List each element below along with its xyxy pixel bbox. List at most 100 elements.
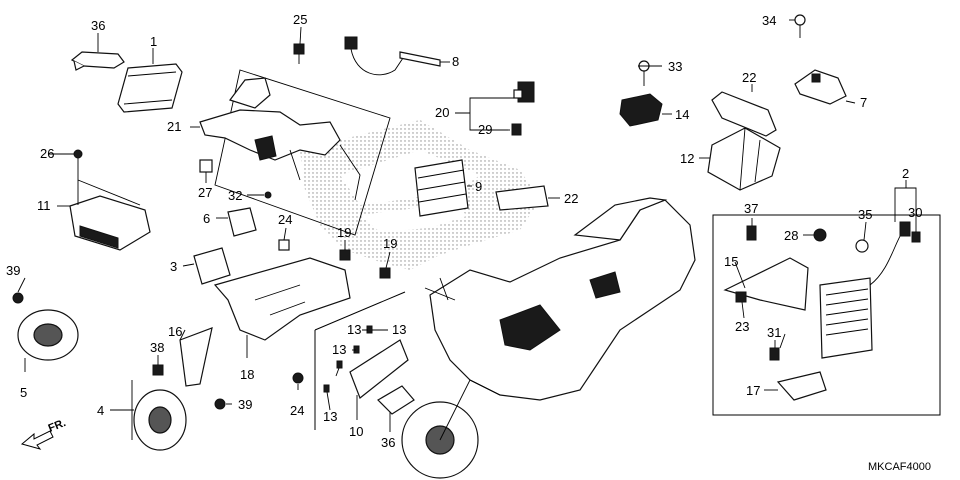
part-8-cable — [344, 36, 441, 76]
callout-37: 37 — [744, 201, 758, 216]
part-28-clip — [813, 228, 827, 242]
part-19-clip-a — [339, 249, 351, 261]
callout-6: 6 — [203, 211, 210, 226]
callout-10: 10 — [349, 424, 363, 439]
callout-17: 17 — [746, 383, 760, 398]
part-39-bolt-left — [12, 292, 24, 304]
callouts: 36 1 25 8 20 29 33 14 22 34 7 12 21 26 1… — [6, 12, 922, 450]
callout-19-b: 19 — [383, 236, 397, 251]
part-15-bracket — [723, 257, 809, 311]
callout-30: 30 — [908, 205, 922, 220]
callout-15: 15 — [724, 254, 738, 269]
callout-28: 28 — [784, 228, 798, 243]
part-27-clip — [199, 159, 213, 173]
part-18-bracket — [213, 257, 351, 341]
motorcycle-illustration — [401, 197, 696, 479]
callout-13-b: 13 — [392, 322, 406, 337]
part-30-clip — [911, 231, 921, 243]
callout-9: 9 — [475, 179, 482, 194]
callout-20: 20 — [435, 105, 449, 120]
part-6-relay — [227, 207, 257, 237]
leader-lines — [17, 19, 917, 432]
callout-4: 4 — [97, 403, 104, 418]
harness-box — [214, 69, 391, 236]
part-24-clip-upper — [278, 239, 290, 251]
callout-2: 2 — [902, 166, 909, 181]
callout-22-upper: 22 — [742, 70, 756, 85]
callout-14: 14 — [675, 107, 689, 122]
bracket-box — [314, 291, 406, 430]
part-5-horn — [17, 309, 79, 361]
part-36-clamp — [70, 51, 125, 71]
part-20-relay — [513, 81, 535, 103]
part-37-bolt — [746, 225, 757, 241]
part-26-screw — [73, 149, 83, 159]
part-24-clip-lower — [292, 372, 304, 384]
part-13-clips — [323, 325, 373, 393]
part-38-nut — [152, 364, 164, 376]
front-direction-arrow: FR. — [20, 417, 68, 450]
part-23-bolt — [735, 291, 747, 303]
part-32-screw — [264, 191, 272, 199]
part-19-clip-b — [379, 267, 391, 279]
callout-25: 25 — [293, 12, 307, 27]
part-14-sensor — [619, 93, 663, 127]
callout-21: 21 — [167, 119, 181, 134]
callout-18: 18 — [240, 367, 254, 382]
part-21-harness-bracket — [199, 77, 361, 201]
part-22-cover-upper — [711, 91, 777, 137]
callout-11: 11 — [37, 198, 51, 213]
part-3-relay — [193, 247, 231, 285]
front-direction-label: FR. — [47, 417, 68, 435]
part-33-bolt — [638, 60, 650, 86]
callout-7: 7 — [860, 95, 867, 110]
part-36-clamp-lower — [377, 385, 415, 415]
callout-1: 1 — [150, 34, 157, 49]
part-25-bolt — [293, 43, 305, 64]
part-11-control-unit — [69, 195, 151, 251]
callout-31: 31 — [767, 325, 781, 340]
callout-8: 8 — [452, 54, 459, 69]
callout-36: 36 — [91, 18, 105, 33]
callout-16: 16 — [168, 324, 182, 339]
callout-5: 5 — [20, 385, 27, 400]
part-4-horn — [131, 380, 187, 451]
callout-39-right: 39 — [238, 397, 252, 412]
callout-39-left: 39 — [6, 263, 20, 278]
part-22-cover-lower — [495, 185, 549, 211]
part-12-unit — [707, 127, 781, 191]
part-29-clip — [511, 123, 522, 136]
part-2-regulator — [819, 221, 911, 359]
part-17-cover — [776, 371, 827, 401]
callout-38: 38 — [150, 340, 164, 355]
callout-35: 35 — [858, 207, 872, 222]
part-10-bracket — [349, 339, 409, 399]
callout-27: 27 — [198, 185, 212, 200]
callout-13-d: 13 — [323, 409, 337, 424]
part-7-bracket — [794, 69, 847, 105]
callout-33: 33 — [668, 59, 682, 74]
part-31-bolt — [769, 347, 780, 361]
callout-29: 29 — [478, 122, 492, 137]
callout-22-lower: 22 — [564, 191, 578, 206]
callout-26: 26 — [40, 146, 54, 161]
callout-24-lower: 24 — [290, 403, 304, 418]
callout-12: 12 — [680, 151, 694, 166]
part-35-nut — [855, 239, 869, 253]
callout-34: 34 — [762, 13, 776, 28]
part-39-bolt-right — [214, 398, 226, 410]
part-1-control-module — [117, 63, 183, 113]
callout-3: 3 — [170, 259, 177, 274]
part-34-screw — [794, 14, 806, 38]
part-16-bracket — [179, 327, 213, 387]
callout-36-lower: 36 — [381, 435, 395, 450]
callout-13-a: 13 — [347, 322, 361, 337]
part-9-ecu — [414, 159, 469, 217]
diagram-code: MKCAF4000 — [868, 461, 931, 473]
callout-13-c: 13 — [332, 342, 346, 357]
callout-32: 32 — [228, 188, 242, 203]
callout-24-upper: 24 — [278, 212, 292, 227]
callout-19-a: 19 — [337, 225, 351, 240]
callout-23: 23 — [735, 319, 749, 334]
